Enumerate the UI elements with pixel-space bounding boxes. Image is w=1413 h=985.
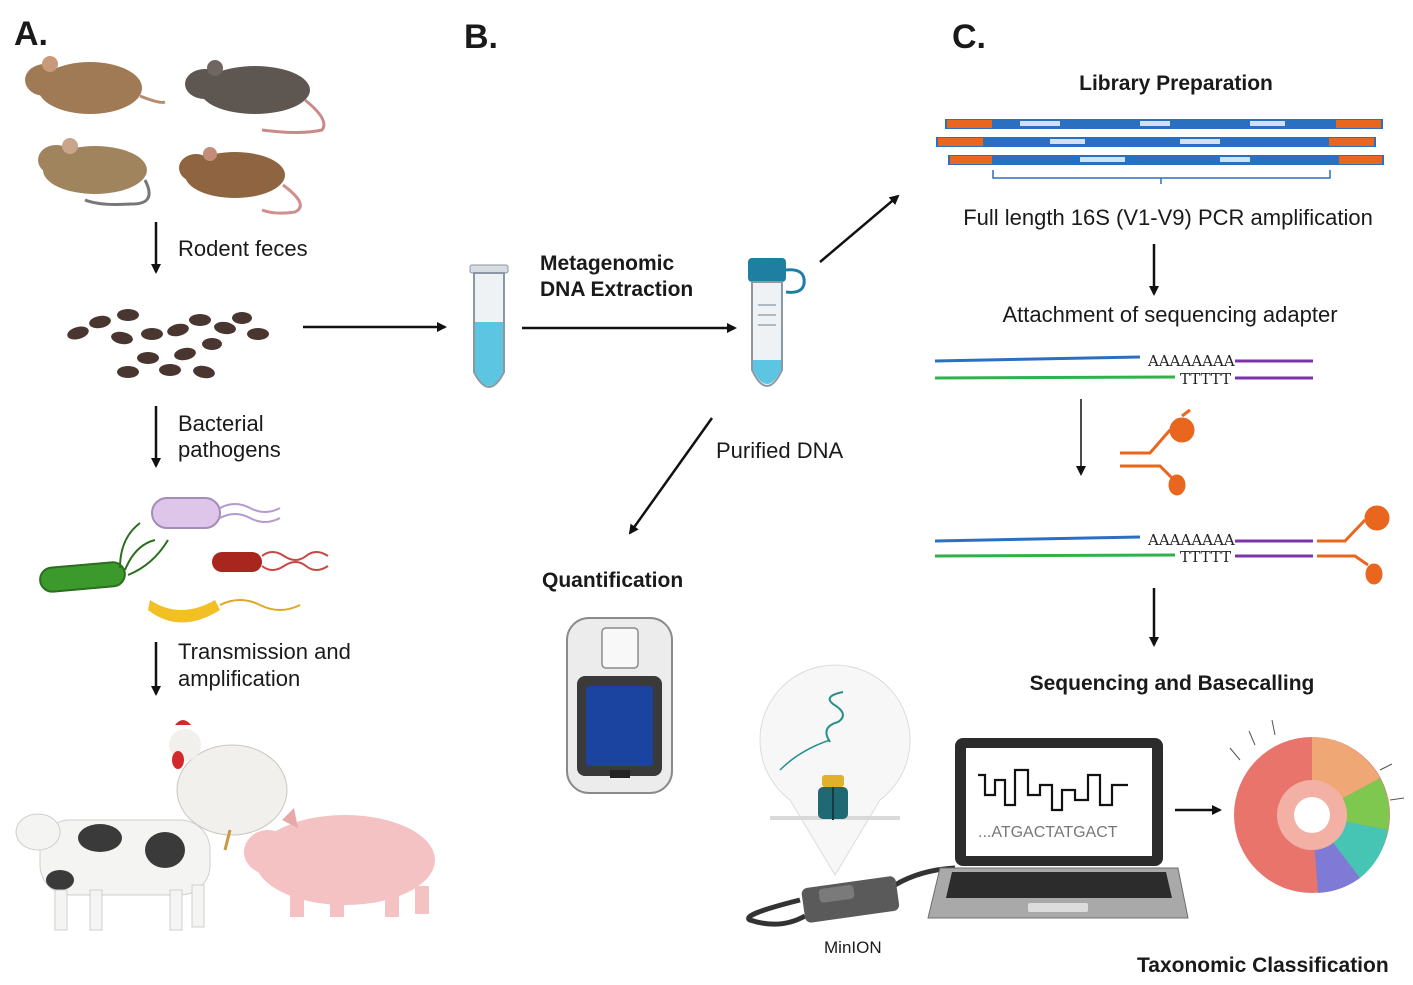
label-minion: MinION <box>824 938 882 957</box>
fluorometer-device <box>566 617 673 794</box>
label-taxonomic-classification: Taxonomic Classification <box>1137 954 1389 977</box>
label-extraction-line1: Metagenomic <box>540 252 675 275</box>
bacteria-illustration <box>39 497 329 623</box>
purified-dna-tube <box>748 258 806 387</box>
label-polya-1: AAAAAAAA <box>1147 352 1235 370</box>
label-polyt-2: TTTTT <box>1180 548 1231 566</box>
sample-tube <box>469 264 509 388</box>
minion-device <box>746 865 956 927</box>
nanopore-callout-illustration <box>759 664 911 876</box>
laptop-illustration <box>927 738 1189 919</box>
label-adapter-attachment: Attachment of sequencing adapter <box>1002 302 1337 327</box>
label-purified-dna: Purified DNA <box>716 438 843 463</box>
label-quantification: Quantification <box>542 569 683 592</box>
krona-chart-illustration <box>1229 719 1405 893</box>
livestock-illustration <box>15 720 435 931</box>
label-transmission-line2: amplification <box>178 666 300 691</box>
rodents-illustration <box>25 56 326 215</box>
panel-label-a: A. <box>14 15 48 53</box>
panel-label-b: B. <box>464 18 498 56</box>
label-screen-sequence: ...ATGACTATGACT <box>978 824 1118 841</box>
dna-with-tails-illustration <box>934 355 1313 380</box>
label-pcr-amplification: Full length 16S (V1-V9) PCR amplificatio… <box>963 205 1373 230</box>
label-bacterial-line1: Bacterial <box>178 411 264 436</box>
panel-label-c: C. <box>952 18 986 56</box>
label-polya-2: AAAAAAAA <box>1147 531 1235 549</box>
feces-pellets-illustration <box>67 309 269 379</box>
arrow-to-quantification <box>628 417 714 535</box>
arrow-to-library-prep <box>819 194 900 263</box>
label-rodent-feces: Rodent feces <box>178 236 308 261</box>
label-extraction-line2: DNA Extraction <box>540 278 693 301</box>
label-bacterial-line2: pathogens <box>178 437 281 462</box>
label-polyt-1: TTTTT <box>1180 370 1231 388</box>
label-library-preparation: Library Preparation <box>1079 72 1273 95</box>
adapted-dna-illustration <box>934 505 1390 585</box>
16s-amplicons-illustration <box>936 119 1384 184</box>
label-transmission-line1: Transmission and <box>178 639 351 664</box>
label-sequencing-basecalling: Sequencing and Basecalling <box>1030 672 1315 695</box>
motor-protein-adapter-illustration <box>1120 408 1195 496</box>
